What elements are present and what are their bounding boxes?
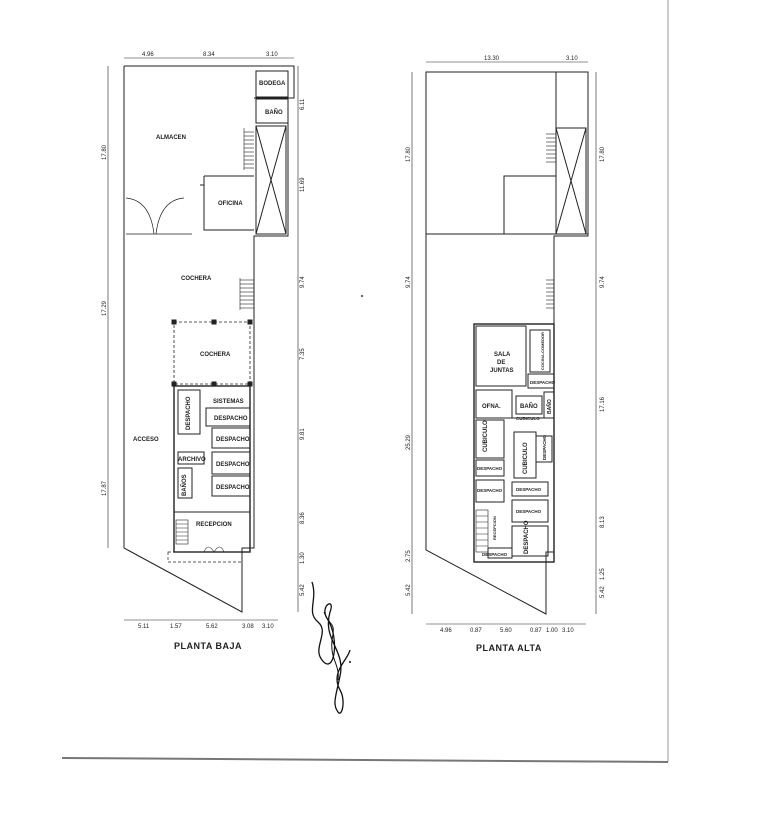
- ground-dim-left-2: 17.29: [102, 300, 108, 316]
- ground-dim-right-2: 11.69: [300, 177, 306, 192]
- upper-dim-top-2: 3.10: [566, 56, 578, 62]
- ground-almacen-label: ALMACEN: [156, 135, 186, 141]
- upper-bano2-label: BAÑO: [546, 399, 553, 414]
- upper-ofna-label: OFNA.: [482, 404, 501, 410]
- ground-site-outline: [123, 65, 295, 613]
- ground-dim-right-8: 5.42: [300, 584, 306, 596]
- upper-dim-bot-1: 4.96: [440, 628, 452, 634]
- upper-cocina-label: COCINA-COMEDOR: [540, 332, 545, 370]
- upper-dim-bot-4: 0.87: [530, 628, 542, 634]
- upper-dim-right-5: 1.25: [600, 568, 606, 580]
- ground-dim-right-7: 1.30: [300, 552, 306, 564]
- ground-recepcion-label: RECEPCION: [196, 522, 232, 528]
- ground-dim-bot-2: 1.57: [170, 624, 182, 630]
- ground-bodega-label: BODEGA: [259, 81, 286, 87]
- upper-sala-label-3: JUNTAS: [490, 368, 514, 374]
- page-edge-bottom: [61, 757, 669, 763]
- ground-archivo-label: ARCHIVO: [178, 457, 206, 463]
- upper-despacho-c3-label: DESPACHO: [524, 520, 530, 554]
- upper-floor-plan: [411, 61, 597, 625]
- upper-dim-right-4: 8.13: [600, 516, 606, 528]
- ground-banos-label: BAÑOS: [181, 474, 188, 496]
- ground-floor-plan: [107, 57, 299, 621]
- ground-dim-top-3: 3.10: [266, 52, 278, 58]
- upper-sala-label-1: SALA: [494, 352, 511, 358]
- ground-dim-bot-3: 5.62: [206, 624, 218, 630]
- upper-dim-top-1: 13.30: [484, 56, 500, 62]
- upper-dim-right-6: 5.42: [600, 586, 606, 598]
- ground-dim-bot-5: 3.10: [262, 624, 274, 630]
- upper-recepcion-label: RECEPCION: [492, 516, 497, 540]
- ground-despacho2-label: DESPACHO: [216, 437, 250, 443]
- upper-dim-left-1: 17.80: [406, 146, 412, 162]
- signature-stroke-2: [323, 611, 339, 681]
- ground-oficina-label: OFICINA: [218, 201, 243, 207]
- upper-despacho-b-label: DESPACHO: [482, 552, 508, 557]
- upper-cubiculo-s-label: CUBICULO: [516, 416, 540, 421]
- upper-despacho-r-label: DESPACHO: [530, 380, 556, 385]
- ground-despacho4-label: DESPACHO: [216, 485, 250, 491]
- upper-despacho-l2-label: DESPACHO: [477, 488, 503, 493]
- ground-dim-right-6: 8.36: [300, 512, 306, 524]
- ground-dim-left-3: 17.87: [102, 480, 108, 496]
- upper-despacho-c2-label: DESPACHO: [516, 509, 542, 514]
- ground-despacho3-label: DESPACHO: [216, 462, 250, 468]
- upper-dim-bot-2: 0.87: [470, 628, 482, 634]
- signature-scribble: [311, 581, 351, 714]
- ground-cochera2-label: COCHERA: [200, 352, 231, 358]
- upper-dim-right-1: 17.80: [600, 146, 606, 162]
- upper-despacho-v-label: DESPACHO: [542, 434, 547, 460]
- upper-bano1-label: BAÑO: [520, 403, 538, 410]
- ground-bano-label: BAÑO: [265, 109, 283, 116]
- upper-dim-left-3: 25.29: [406, 434, 412, 450]
- ground-dim-right-4: 7.35: [300, 348, 306, 360]
- upper-despacho-c1-label: DESPACHO: [516, 487, 542, 492]
- ground-despacho-vertical-label: DESPACHO: [186, 396, 192, 430]
- ground-dim-top-1: 4.96: [142, 52, 154, 58]
- upper-dim-bot-6: 3.10: [562, 628, 574, 634]
- ground-dim-bot-4: 3.08: [242, 624, 254, 630]
- ground-dim-right-5: 9.81: [300, 428, 306, 440]
- upper-dim-bot-5: 1.00: [546, 628, 558, 634]
- upper-floor-title: PLANTA ALTA: [476, 643, 542, 653]
- upper-dim-bot-3: 5.60: [500, 628, 512, 634]
- ground-dim-bot-1: 5.11: [138, 624, 150, 630]
- upper-sala-label-2: DE: [497, 360, 505, 366]
- center-mark: [361, 295, 363, 297]
- signature-dot: [349, 661, 351, 663]
- upper-cubiculo-c-label: CUBICULO: [523, 442, 529, 474]
- ground-dim-top-2: 8.34: [203, 52, 215, 58]
- ground-sistemas-label: SISTEMAS: [213, 399, 244, 405]
- upper-cubiculo-l-label: CUBICULO: [483, 420, 489, 452]
- upper-dim-left-4: 2.75: [406, 550, 412, 562]
- upper-despacho-l1-label: DESPACHO: [477, 466, 503, 471]
- ground-dim-right-3: 9.74: [300, 276, 306, 288]
- upper-dim-left-2: 9.74: [406, 276, 412, 288]
- ground-despacho1-label: DESPACHO: [214, 416, 248, 422]
- ground-acceso-label: ACCESO: [133, 437, 159, 443]
- upper-dim-right-2: 9.74: [600, 276, 606, 288]
- ground-cochera-label: COCHERA: [181, 276, 212, 282]
- ground-floor-title: PLANTA BAJA: [174, 641, 242, 651]
- upper-site-outline: [425, 71, 589, 615]
- upper-dim-left-5: 5.42: [406, 584, 412, 596]
- upper-dim-right-3: 17.16: [600, 396, 606, 412]
- ground-dim-left-1: 17.80: [102, 144, 108, 160]
- ground-dim-right-1: 6.11: [300, 98, 306, 110]
